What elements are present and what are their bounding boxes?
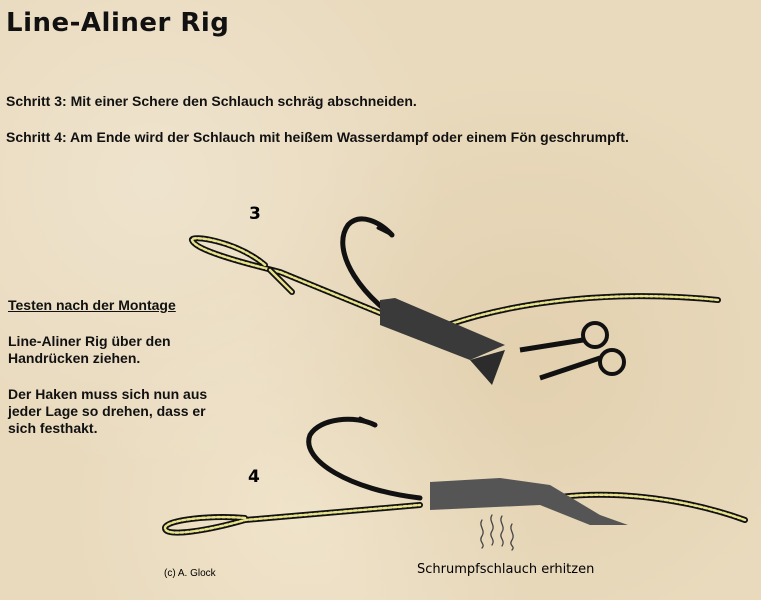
caption: Schrumpfschlauch erhitzen (417, 562, 594, 577)
step-3-text: Schritt 3: Mit einer Schere den Schlauch… (6, 93, 417, 109)
test-heading: Testen nach der Montage (8, 297, 176, 313)
step-3-number: 3 (249, 204, 261, 224)
copyright: (c) A. Glock (164, 568, 217, 579)
shrunk-tube-icon (430, 478, 628, 525)
test-paragraph-2: Der Haken muss sich nun aus jeder Lage s… (8, 386, 208, 436)
step-3-drawing: 3 (188, 204, 721, 385)
step-4-text: Schritt 4: Am Ende wird der Schlauch mit… (6, 129, 629, 145)
shrink-tube-icon (380, 298, 505, 360)
scissors-icon (519, 321, 626, 381)
page-title: Line-Aliner Rig (6, 8, 230, 38)
step-4-drawing: 4 Schrumpfschlauch erhitzen (c) A. Glock (161, 416, 748, 579)
steam-icon (480, 514, 514, 551)
test-paragraph-1: Line-Aliner Rig über den Handrücken zieh… (8, 333, 171, 366)
step-4-number: 4 (248, 467, 260, 487)
